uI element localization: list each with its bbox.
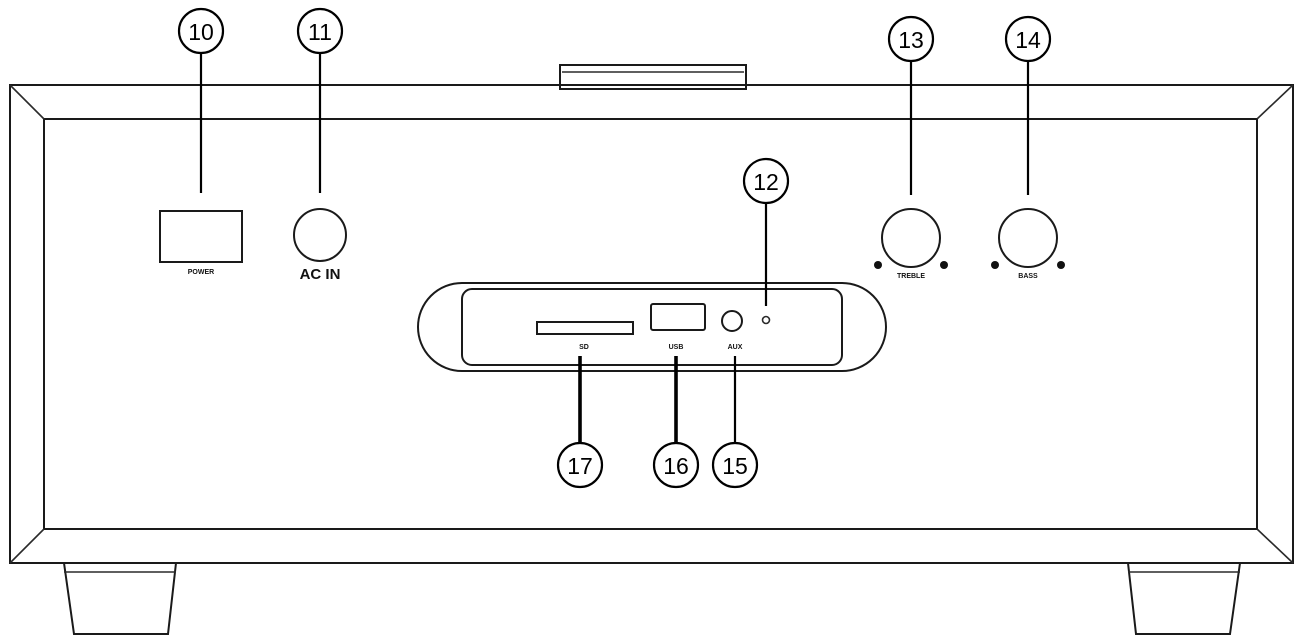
usb-label: USB <box>669 344 684 351</box>
left-foot <box>62 562 178 635</box>
bass-knob <box>991 208 1065 269</box>
svg-text:17: 17 <box>567 453 593 479</box>
media-panel <box>417 282 887 372</box>
sd-card-slot <box>536 321 634 335</box>
callout-14: 14 <box>1004 15 1052 63</box>
svg-text:14: 14 <box>1015 27 1041 53</box>
svg-text:16: 16 <box>663 453 689 479</box>
aux-label: AUX <box>728 344 743 351</box>
svg-text:15: 15 <box>722 453 748 479</box>
usb-port <box>650 303 706 331</box>
callout-11: 11 <box>296 7 344 55</box>
right-foot <box>1126 562 1242 635</box>
callout-10: 10 <box>177 7 225 55</box>
callout-13: 13 <box>887 15 935 63</box>
cabinet-frame <box>9 84 1294 564</box>
sd-label: SD <box>579 344 589 351</box>
indicator-led <box>761 315 771 325</box>
top-handle <box>559 64 747 90</box>
bass-label: BASS <box>1018 273 1038 280</box>
power-switch <box>159 210 243 263</box>
svg-text:10: 10 <box>188 19 214 45</box>
callout-15: 15 <box>711 441 759 489</box>
treble-label: TREBLE <box>897 273 925 280</box>
callout-12: 12 <box>742 157 790 205</box>
svg-text:12: 12 <box>753 169 779 195</box>
svg-text:11: 11 <box>308 19 332 45</box>
callout-17: 17 <box>556 441 604 489</box>
aux-jack <box>721 310 743 332</box>
svg-text:13: 13 <box>898 27 924 53</box>
treble-knob <box>874 208 948 269</box>
callout-16: 16 <box>652 441 700 489</box>
ac-in-socket <box>293 208 347 262</box>
ac-in-label: AC IN <box>300 266 341 283</box>
power-label: POWER <box>188 269 214 276</box>
